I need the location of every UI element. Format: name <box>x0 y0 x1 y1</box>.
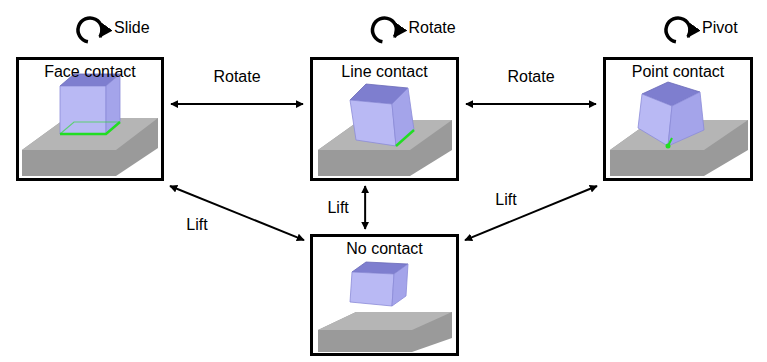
transition-label: Rotate <box>211 68 262 86</box>
state-box: Line contact <box>310 57 459 181</box>
state-heading: Face contact <box>19 60 161 81</box>
transition-label: Lift <box>325 199 350 217</box>
state-box: Face contact <box>16 57 164 181</box>
transition-label: Lift <box>493 191 518 209</box>
state-heading: No contact <box>313 237 456 258</box>
line-contact-figure <box>318 84 452 176</box>
self-loop-arrow <box>78 18 102 42</box>
transition-label: Slide <box>112 19 152 37</box>
state-box: Point contact <box>603 57 753 181</box>
transition-label: Pivot <box>700 19 740 37</box>
state-heading: Point contact <box>606 60 750 81</box>
transition-arrow <box>170 186 304 240</box>
face-contact-figure <box>22 74 158 176</box>
point-contact-figure <box>610 82 748 176</box>
transition-arrow <box>465 186 597 240</box>
self-loop-arrow <box>373 18 397 42</box>
state-heading: Line contact <box>313 60 456 81</box>
transition-arrow <box>364 186 366 229</box>
transition-arrow <box>466 103 596 105</box>
state-box: No contact <box>310 234 459 356</box>
no-contact-figure <box>318 262 452 352</box>
self-loop-arrow <box>666 18 690 42</box>
transition-label: Rotate <box>505 68 556 86</box>
transition-label: Lift <box>184 216 209 234</box>
transition-label: Rotate <box>407 19 458 37</box>
transition-arrow <box>171 103 303 105</box>
